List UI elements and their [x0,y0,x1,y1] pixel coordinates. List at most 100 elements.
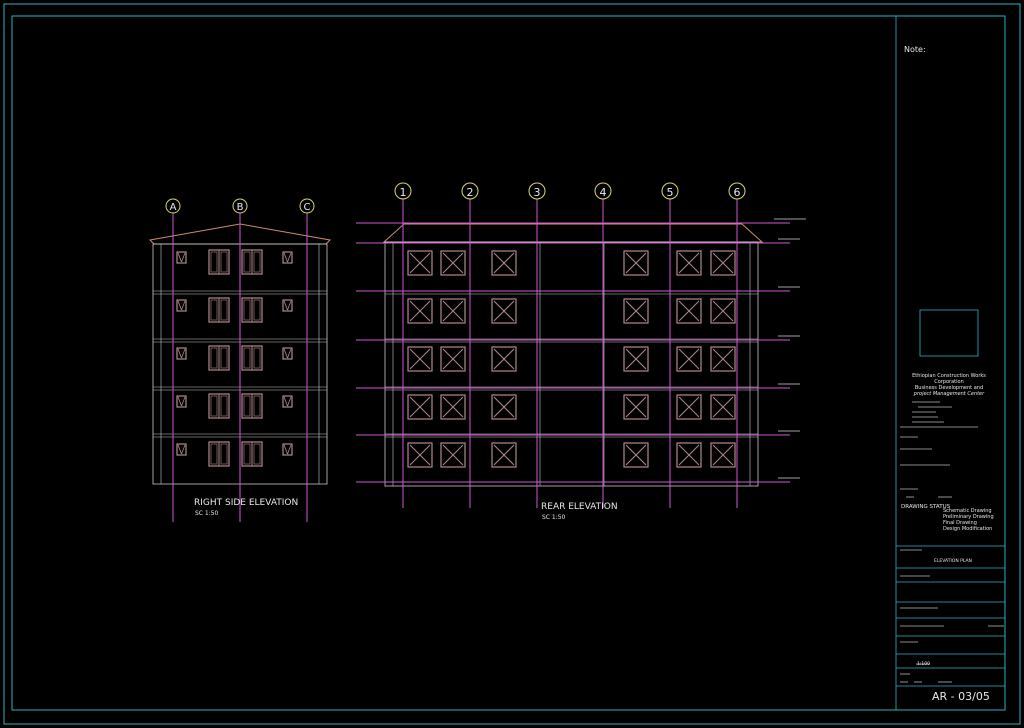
window [407,394,433,420]
title-block-fine-print [900,401,1004,683]
window [623,394,649,420]
window [407,250,433,276]
org-line-4: project Management Center [913,391,985,397]
org-line-3: Business Development and [915,385,983,391]
rear-windows [407,250,736,468]
grid-bubble-c: C [299,198,315,214]
status-final: Final Drawing [943,520,977,526]
rear-roof [382,223,764,243]
window [676,394,702,420]
grid-bubble-1: 1 [394,182,412,200]
rear-facade [384,241,759,487]
window [282,395,293,408]
window [676,442,702,468]
grid-label-2: 2 [467,186,474,199]
window [282,299,293,312]
window [407,346,433,372]
grid-bubble-2: 2 [461,182,479,200]
status-schematic: Schematic Drawing [943,508,992,514]
window [676,298,702,324]
window [491,346,517,372]
window [440,298,466,324]
drawing-name: ELEVATION PLAN [934,558,972,564]
window [176,299,187,312]
status-preliminary: Preliminary Drawing [943,514,994,520]
grid-label-6: 6 [734,186,741,199]
window [241,393,263,419]
rear-elevation: 1 2 3 4 5 6 REAR ELEVATION SC 1:50 [356,182,806,521]
window [710,298,736,324]
drawing-status-label: DRAWING STATUS [901,504,951,510]
window [176,395,187,408]
window [676,250,702,276]
rear-elevation-title: REAR ELEVATION [541,502,618,512]
rear-grid-lines [402,199,738,508]
window [623,250,649,276]
window [623,298,649,324]
window [623,346,649,372]
right-elevation-scale: SC 1:50 [195,510,219,517]
status-modification: Design Modification [943,526,992,532]
drawing-scale: 1:100 [917,661,930,667]
right-roof [148,223,332,245]
window [208,297,230,323]
window [208,345,230,371]
window [176,347,187,360]
level-lines [356,222,790,483]
window [176,443,187,456]
window [282,347,293,360]
grid-label-5: 5 [667,186,674,199]
window [208,393,230,419]
grid-label-b: B [237,202,244,213]
org-line-1: Ethiopian Construction Works [912,373,986,379]
grid-label-a: A [170,202,177,213]
outer-border [3,3,1021,725]
right-grid-lines [172,213,308,522]
note-label: Note: [904,45,926,54]
rear-floor-lines [385,242,758,486]
grid-bubble-4: 4 [594,182,612,200]
window [241,249,263,275]
window [710,250,736,276]
sheet-number: AR - 03/05 [932,690,990,703]
grid-label-1: 1 [400,186,407,199]
grid-bubble-5: 5 [661,182,679,200]
window [208,249,230,275]
right-side-elevation: A B C RIGHT SIDE ELEVATION SC 1:50 [148,198,332,522]
inner-border [11,15,1006,711]
grid-bubble-b: B [232,198,248,214]
title-block [895,16,1005,710]
window [710,394,736,420]
window [282,251,293,264]
window [407,442,433,468]
window [208,441,230,467]
grid-label-3: 3 [534,186,541,199]
window [241,441,263,467]
rear-elevation-scale: SC 1:50 [542,514,566,521]
window [176,251,187,264]
window [440,250,466,276]
window [710,442,736,468]
window [491,298,517,324]
grid-label-4: 4 [600,186,607,199]
window [491,442,517,468]
window [710,346,736,372]
logo-box [919,309,979,357]
grid-bubble-6: 6 [728,182,746,200]
grid-label-c: C [304,202,311,213]
window [241,345,263,371]
window [440,394,466,420]
window [440,442,466,468]
window [241,297,263,323]
org-line-2: Corporation [934,379,964,385]
window [491,250,517,276]
grid-bubble-a: A [165,198,181,214]
right-windows [176,249,293,467]
window [407,298,433,324]
right-elevation-title: RIGHT SIDE ELEVATION [194,498,298,508]
window [623,442,649,468]
window [440,346,466,372]
level-markers [774,218,806,479]
grid-bubble-3: 3 [528,182,546,200]
